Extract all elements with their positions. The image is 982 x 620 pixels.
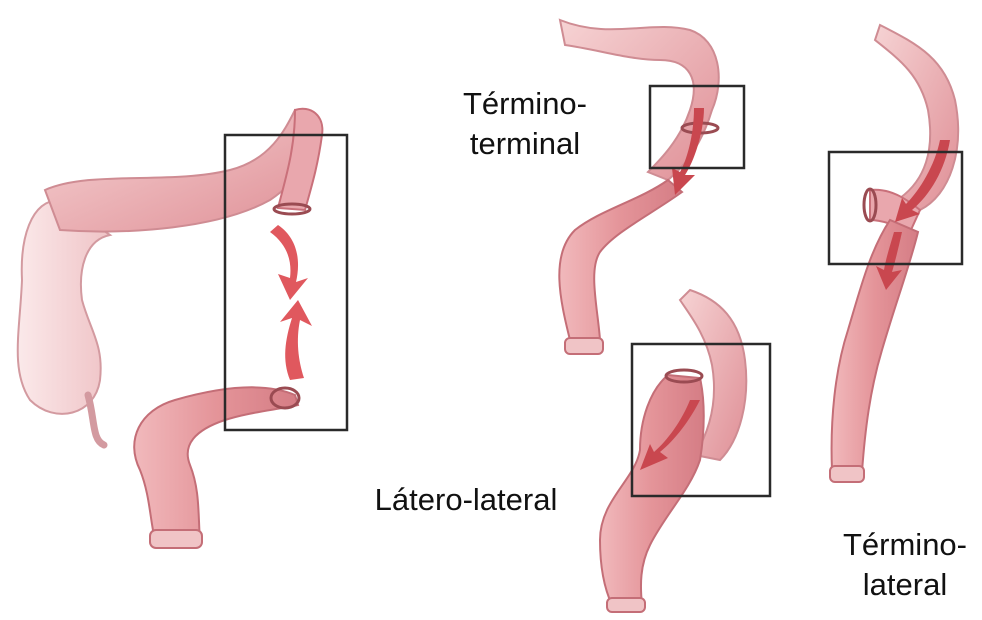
end-to-side-colon	[875, 25, 958, 210]
label-termino-terminal-line1: Término-	[440, 84, 610, 124]
end-to-side-rectum	[832, 220, 918, 472]
full-colon-figure	[18, 109, 347, 548]
anus-end	[150, 530, 202, 548]
label-termino-lateral: Término- lateral	[830, 525, 980, 605]
label-termino-terminal: Término- terminal	[440, 84, 610, 164]
end-to-side-anus	[830, 466, 864, 482]
side-to-side-anus	[607, 598, 645, 612]
upward-arrow	[280, 300, 312, 380]
appendix	[88, 395, 104, 445]
end-to-end-anus	[565, 338, 603, 354]
side-to-side-figure	[600, 290, 770, 612]
downward-arrow	[270, 225, 308, 300]
label-termino-terminal-line2: terminal	[440, 124, 610, 164]
end-to-side-figure	[829, 25, 962, 482]
label-termino-lateral-line2: lateral	[830, 565, 980, 605]
rectal-stump	[134, 387, 298, 540]
label-latero-lateral: Látero-lateral	[356, 480, 576, 520]
label-termino-lateral-line1: Término-	[830, 525, 980, 565]
label-latero-lateral-line1: Látero-lateral	[356, 480, 576, 520]
end-to-end-rectum	[559, 180, 682, 340]
